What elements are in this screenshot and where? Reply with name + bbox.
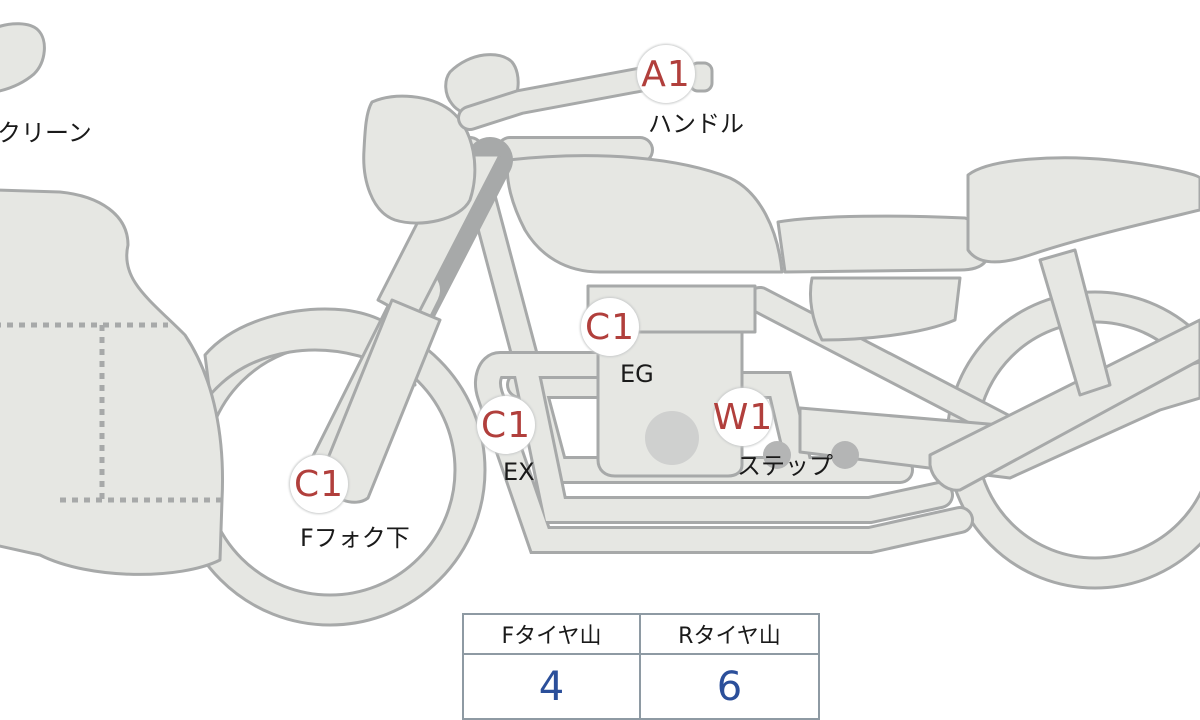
label-step: ステップ xyxy=(737,452,833,480)
tire-tread-table: Fタイヤ山 Rタイヤ山 4 6 xyxy=(462,613,820,720)
header-front-tire: Fタイヤ山 xyxy=(464,615,641,655)
marker-exhaust[interactable]: C1 xyxy=(477,396,535,454)
header-rear-tire: Rタイヤ山 xyxy=(641,615,818,655)
marker-engine[interactable]: C1 xyxy=(581,298,639,356)
value-rear-tire: 6 xyxy=(716,663,743,710)
swingarm xyxy=(798,248,1200,492)
exhaust-pipes xyxy=(474,351,974,554)
engine-cover-circle xyxy=(645,411,699,465)
marker-handle[interactable]: A1 xyxy=(637,45,695,103)
fuel-tank xyxy=(505,154,784,274)
label-handle: ハンドル xyxy=(648,110,744,138)
label-screen: クリーン xyxy=(0,119,92,147)
value-front-tire: 4 xyxy=(464,655,641,718)
marker-step[interactable]: W1 xyxy=(713,388,772,446)
headlight xyxy=(362,94,477,225)
seat xyxy=(776,214,987,274)
step-knob-front xyxy=(763,441,791,469)
label-fork: Fフォク下 xyxy=(300,524,410,552)
front-fairing xyxy=(0,188,224,576)
windscreen xyxy=(0,22,46,93)
marker-fork[interactable]: C1 xyxy=(290,455,348,513)
step-knob-rear xyxy=(831,441,859,469)
rear-seat xyxy=(966,156,1200,264)
label-exhaust: EX xyxy=(503,458,535,486)
side-cover xyxy=(808,276,962,342)
label-engine: EG xyxy=(620,360,654,388)
